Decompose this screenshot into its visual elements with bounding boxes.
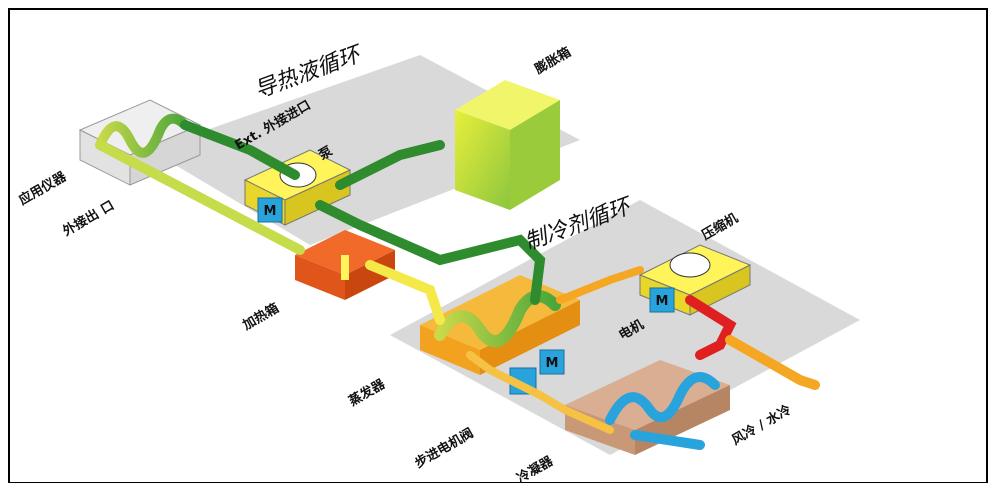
pipe-cooling-outlet [725, 335, 820, 390]
compressor-unit: M [638, 244, 752, 316]
pipe-ext-outlet [95, 140, 305, 255]
label-ext-outlet: 外接出 口 [59, 197, 117, 240]
pipe-heater-to-evaporator [365, 260, 445, 325]
pipe-pump-to-evaporator [315, 200, 546, 305]
pump-motor-badge [257, 197, 283, 223]
pipe-evaporator-to-compressor [556, 266, 644, 304]
pump-motor-badge-label: M [264, 204, 277, 219]
heater-unit [295, 230, 395, 300]
label-cooling: 风冷 / 水冷 [729, 402, 794, 449]
pipe-cooling-inlet [630, 430, 705, 450]
label-condenser: 冷凝器 [514, 453, 557, 483]
valve-motor-badge-label: M [546, 356, 559, 371]
compressor-motor-badge [649, 287, 675, 313]
pipe-to-expansion-tank [335, 140, 445, 190]
label-expansion-tank: 膨胀箱 [531, 44, 574, 78]
label-stepper-valve: 步进电机阀 [412, 425, 476, 471]
label-evaporator: 蒸发器 [346, 376, 389, 410]
pipe-compressor-to-condenser [685, 295, 737, 360]
label-pump: 泵 [317, 144, 336, 163]
pipe-ext-inlet [180, 120, 300, 180]
pipe-condenser-to-evaporator [466, 351, 614, 434]
expansion-tank [455, 80, 560, 210]
stepper-valve-unit: M [509, 349, 565, 395]
compressor-motor-badge-label: M [656, 294, 669, 309]
label-application: 应用仪器 [16, 168, 70, 208]
label-heater: 加热箱 [239, 300, 282, 334]
frame-border [8, 8, 988, 483]
label-compressor: 压缩机 [699, 210, 741, 243]
